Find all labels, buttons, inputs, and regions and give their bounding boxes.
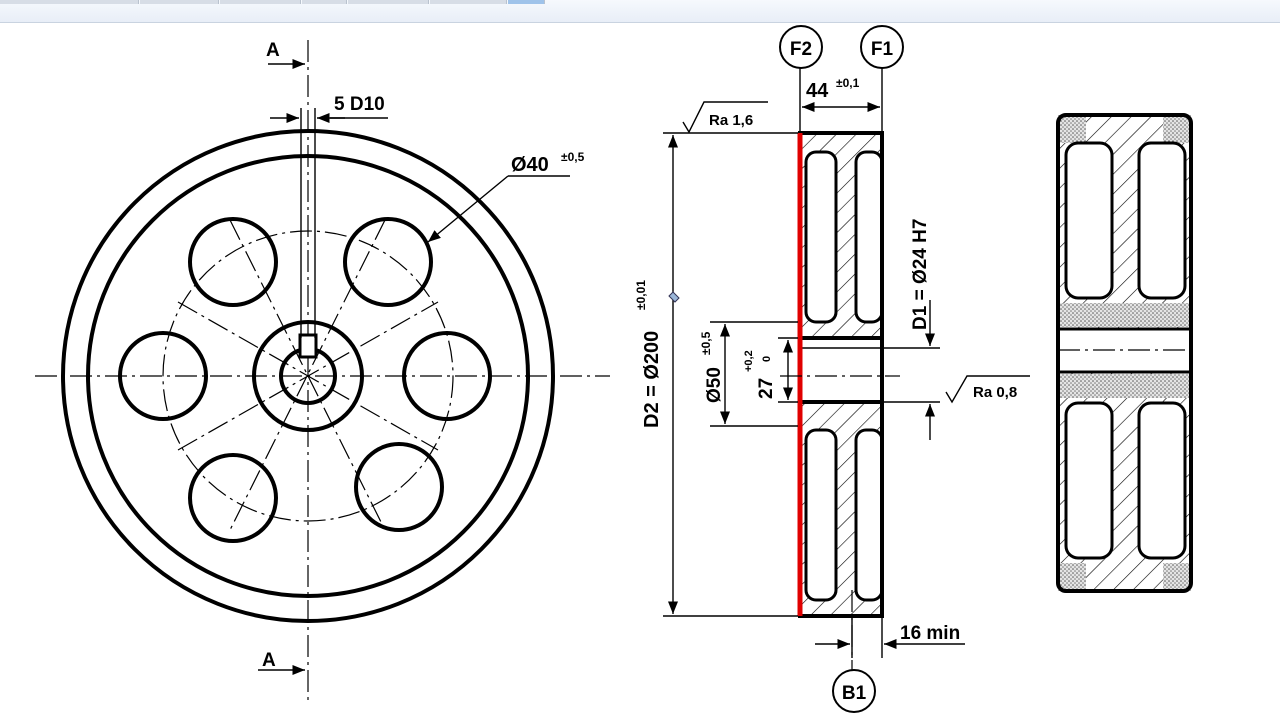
hub-dimension: Ø50 xyxy=(704,367,725,403)
hub-circle xyxy=(252,320,364,432)
tire-corner xyxy=(1163,563,1191,591)
diagonal-centerline xyxy=(177,301,439,451)
keyway-dimension: 5 D10 xyxy=(334,94,385,115)
toolbar-tab[interactable] xyxy=(140,0,219,4)
hole-dimension: Ø40 xyxy=(511,154,549,176)
roughness-top: Ra 1,6 xyxy=(709,112,753,129)
tire-corner xyxy=(1058,115,1086,143)
hub-band xyxy=(1058,374,1191,398)
diagonal-centerline xyxy=(229,219,386,531)
roughness-bore: Ra 0,8 xyxy=(973,384,1017,401)
lightening-hole xyxy=(354,442,444,532)
key-lower-tolerance: 0 xyxy=(761,356,773,362)
section-marker-top: A xyxy=(266,40,280,61)
recess-left-bottom xyxy=(804,428,838,602)
datum-b1-circle xyxy=(832,669,876,713)
toolbar-tab[interactable] xyxy=(430,0,507,4)
datum-f2: F2 xyxy=(790,39,812,60)
toolbar-tab-active[interactable] xyxy=(508,0,545,4)
pencil-cursor-icon xyxy=(668,291,680,303)
datum-b1: B1 xyxy=(842,683,867,704)
lightening-hole xyxy=(188,453,278,543)
side-recess xyxy=(1137,401,1187,560)
key-upper-tolerance: +0,2 xyxy=(743,350,755,372)
inner-rim xyxy=(86,154,530,598)
outer-rim xyxy=(61,129,555,623)
datum-f1-circle xyxy=(860,25,904,69)
section-view: F2 F1 44 ±0,1 Ra 1,6 D2 = Ø200 ±0,01 Ø50… xyxy=(634,25,1030,713)
hole-tolerance: ±0,5 xyxy=(561,150,585,164)
tire-corner xyxy=(1163,115,1191,143)
hub-band xyxy=(1058,303,1191,327)
toolbar-tab[interactable] xyxy=(302,0,347,4)
section-marker-bottom: A xyxy=(262,650,276,671)
key-depth-dimension: 27 xyxy=(756,378,777,399)
width-tolerance: ±0,1 xyxy=(836,76,860,90)
toolbar-tab[interactable] xyxy=(0,0,139,4)
toolbar-tab[interactable] xyxy=(348,0,429,4)
side-recess xyxy=(1137,141,1187,300)
pitch-circle xyxy=(162,230,454,522)
side-recess xyxy=(1064,401,1114,560)
toolbar-tab[interactable] xyxy=(220,0,301,4)
hub-tolerance: ±0,5 xyxy=(699,331,713,355)
d2-tolerance: ±0,01 xyxy=(634,280,648,310)
side-outline xyxy=(1056,113,1193,593)
d2-dimension: D2 = Ø200 xyxy=(641,331,663,428)
lightening-hole xyxy=(402,331,492,421)
side-recess xyxy=(1064,141,1114,300)
lightening-hole xyxy=(118,331,208,421)
app-toolbar xyxy=(0,0,1280,23)
recess-right-bottom xyxy=(854,428,884,602)
front-view: 5 D10 A A Ø40 ±0,5 xyxy=(35,40,610,700)
width-dimension: 44 xyxy=(806,80,829,102)
web-dimension: 16 min xyxy=(900,623,960,644)
recess-left-top xyxy=(804,150,838,324)
recess-right-top xyxy=(854,150,884,324)
lightening-hole xyxy=(188,217,278,307)
diagonal-centerline xyxy=(229,219,386,531)
d1-dimension: D1 = Ø24 H7 xyxy=(910,219,931,330)
keyway xyxy=(298,333,318,359)
datum-f2-circle xyxy=(779,25,823,69)
lightening-hole xyxy=(343,217,433,307)
side-view xyxy=(1056,113,1193,593)
tire-corner xyxy=(1058,563,1086,591)
datum-f1: F1 xyxy=(871,39,894,60)
